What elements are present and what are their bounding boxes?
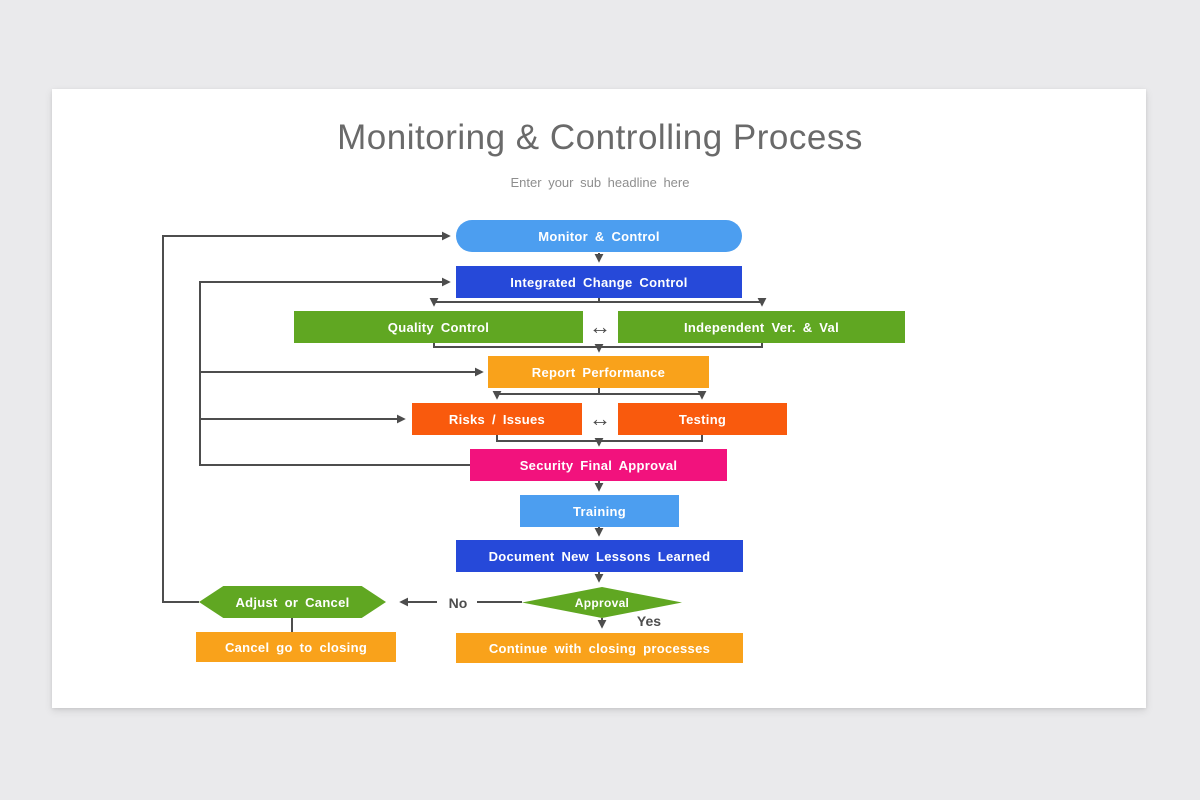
edge-label-no: No	[448, 595, 468, 611]
bidirectional-arrow-icon: ↔	[589, 406, 611, 431]
node-report-performance: Report Performance	[488, 356, 709, 388]
slide-title: Monitoring & Controlling Process	[337, 118, 863, 157]
node-monitor-and-control: Monitor & Control	[456, 220, 742, 252]
node-testing: Testing	[618, 403, 787, 435]
node-security-final-approval: Security Final Approval	[470, 449, 727, 481]
edge-label-yes: Yes	[636, 613, 662, 629]
node-cancel-go-to-closing: Cancel go to closing	[196, 632, 396, 662]
node-risks-issues: Risks / Issues	[412, 403, 582, 435]
node-quality-control: Quality Control	[294, 311, 583, 343]
node-integrated-change-control: Integrated Change Control	[456, 266, 742, 298]
node-training: Training	[520, 495, 679, 527]
slide-subtitle: Enter your sub headline here	[510, 175, 690, 190]
node-adjust-or-cancel: Adjust or Cancel	[199, 586, 386, 618]
node-document-new-lessons-learned: Document New Lessons Learned	[456, 540, 743, 572]
node-continue-with-closing-processes: Continue with closing processes	[456, 633, 743, 663]
bidirectional-arrow-icon: ↔	[589, 314, 611, 339]
node-independent-ver-and-val: Independent Ver. & Val	[618, 311, 905, 343]
